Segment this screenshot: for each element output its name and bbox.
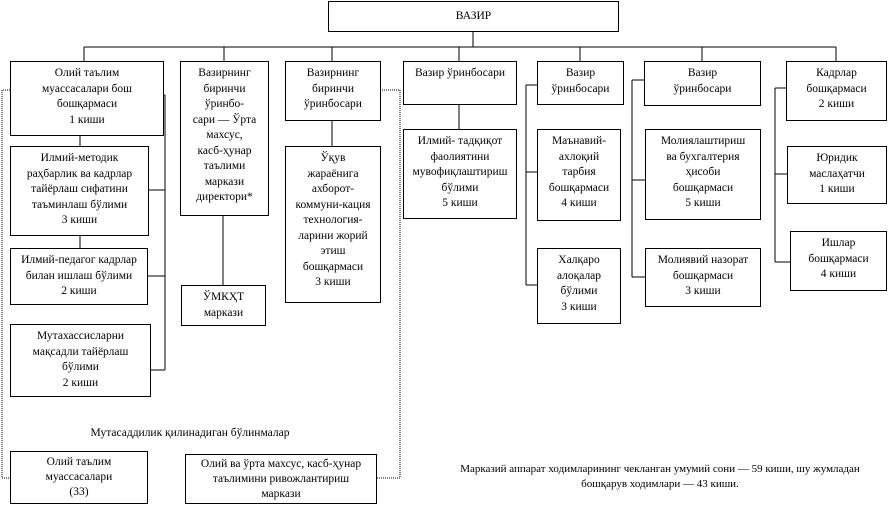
- minister-box: ВАЗИР: [328, 1, 619, 32]
- deputy-minister-spiritual: Вазир ўринбосари: [537, 61, 624, 105]
- umkht-center: ЎМКҲТ маркази: [181, 285, 266, 326]
- scientific-pedagogical-dept: Илмий-педагог кадрлар билан ишлаш бўлими…: [10, 248, 148, 305]
- international-relations-dept: Халқаро алоқалар бўлими 3 киши: [537, 248, 621, 324]
- scientific-methodical-dept: Илмий-методик раҳбарлик ва кадрлар тайёр…: [10, 146, 149, 236]
- first-deputy-vocational: Вазирнинг биринчи ўринбо- сари — Ўрта ма…: [180, 61, 269, 216]
- financial-control-directorate: Молиявий назорат бошқармаси 3 киши: [645, 248, 761, 307]
- ict-directorate: Ўқув жараёнига ахборот- коммуни-кация те…: [285, 146, 381, 303]
- legal-advisor: Юридик маслаҳатчи 1 киши: [787, 146, 887, 204]
- deputy-minister-research: Вазир ўринбосари: [403, 61, 517, 105]
- deputy-minister-finance: Вазир ўринбосари: [644, 61, 761, 106]
- development-center: Олий ва ўрта махсус, касб-ҳунар таълимин…: [185, 454, 377, 504]
- staff-note: Марказий аппарат ходимларининг чекланган…: [460, 463, 860, 490]
- higher-education-institutions: Олий таълим муассасалари (33): [10, 451, 148, 504]
- subordination-dotted-frame: [1, 89, 401, 479]
- higher-education-directorate: Олий таълим муассасалари бош бошқармаси …: [10, 61, 164, 136]
- first-deputy-minister: Вазирнинг биринчи ўринбосари: [285, 61, 381, 121]
- finance-accounting-directorate: Молиялаштириш ва бухгалтерия ҳисоби бошқ…: [645, 129, 761, 220]
- specialist-training-dept: Мутахассисларни мақсадли тайёрлаш бўлими…: [10, 324, 151, 397]
- affairs-directorate: Ишлар бошқармаси 4 киши: [790, 231, 887, 291]
- research-coordination-dept: Илмий- тадқиқот фаолиятини мувофиқлаштир…: [403, 129, 517, 219]
- subordinate-units-title: Мутасаддилик қилинадиган бўлинмалар: [90, 427, 290, 439]
- spiritual-moral-directorate: Маънавий- ахлоқий тарбия бошқармаси 4 ки…: [537, 129, 621, 221]
- personnel-directorate: Кадрлар бошқармаси 2 киши: [786, 61, 887, 121]
